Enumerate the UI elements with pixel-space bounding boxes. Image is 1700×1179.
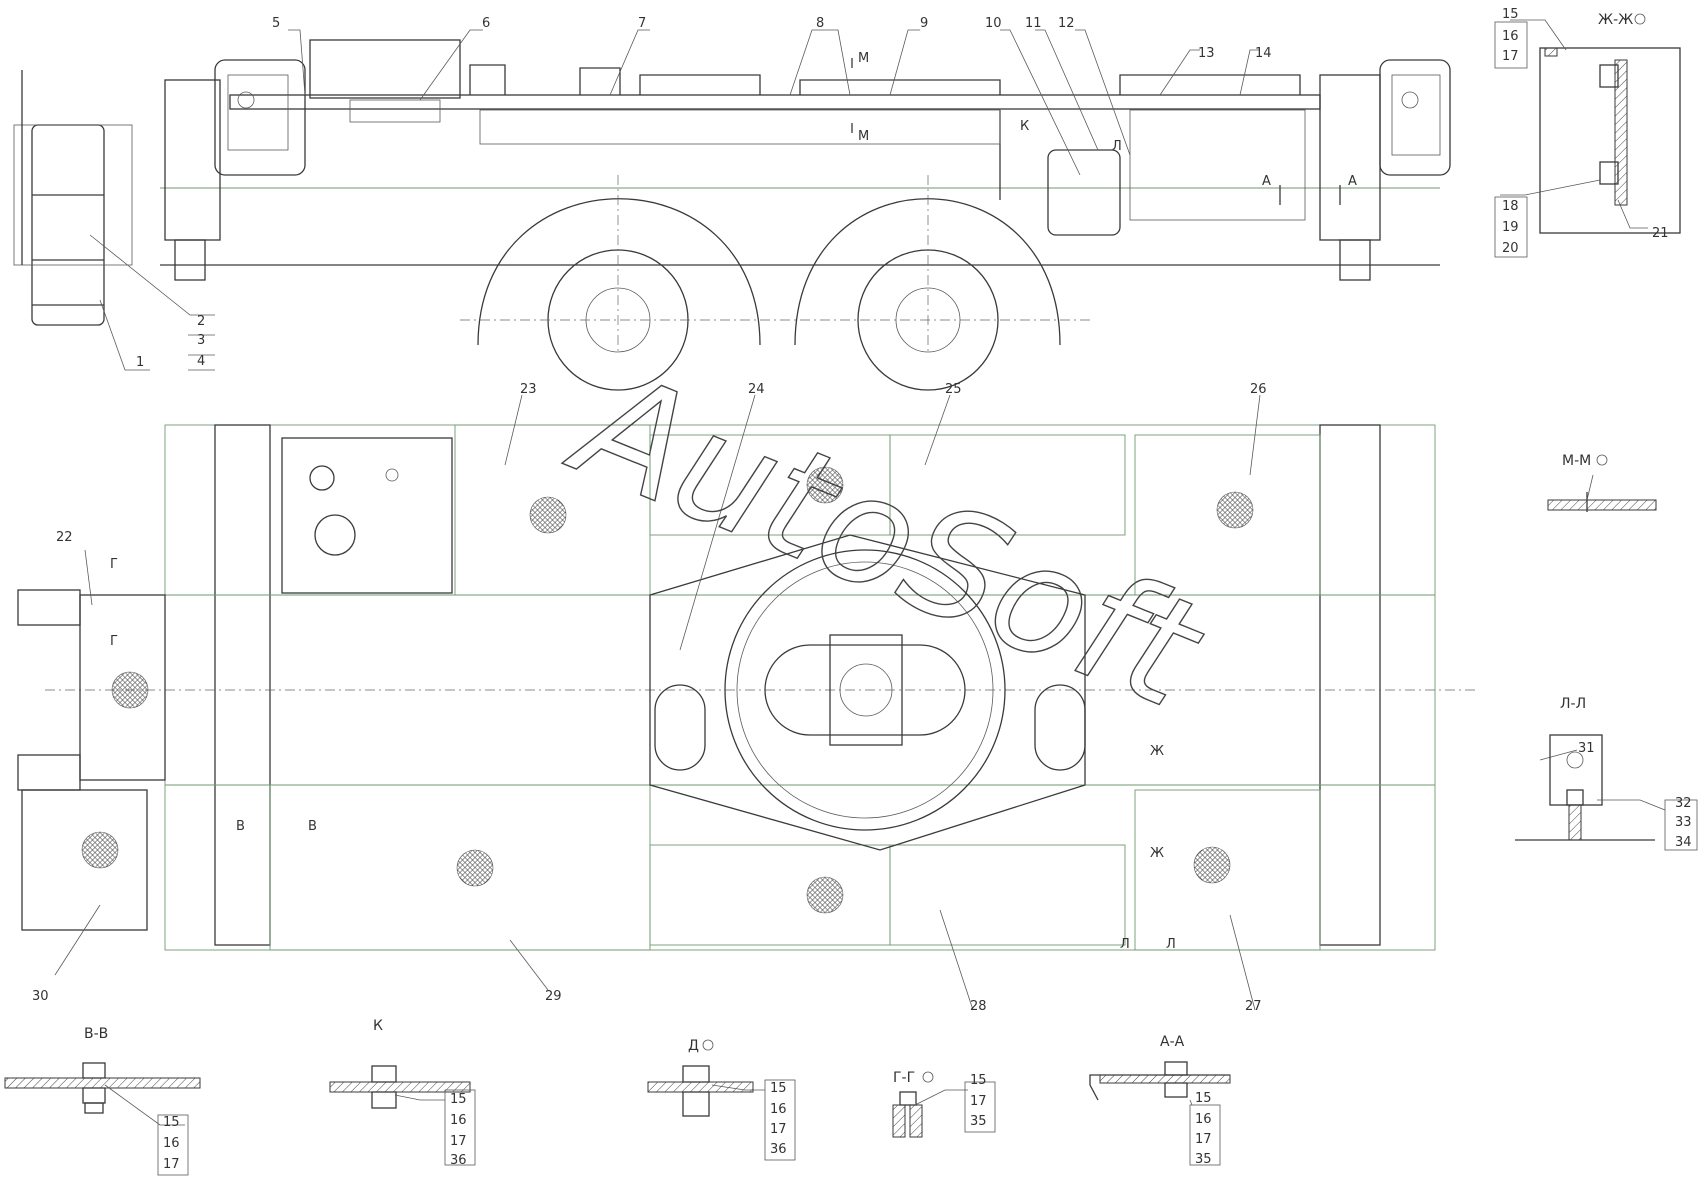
ladder [13,70,133,326]
view-mark-v-right: В [308,819,317,834]
section-v-v [4,1062,201,1176]
section-title-a-a: А-А [1160,1034,1185,1050]
callout-numbers: 1 2 3 4 5 6 7 8 9 10 11 12 13 14 15 16 1… [32,7,1692,1172]
callout-28: 28 [970,999,987,1014]
section-l-l [1515,734,1698,851]
callout-16-vv: 16 [163,1136,180,1151]
section-title-l-l: Л-Л [1560,696,1586,712]
callout-31: 31 [1578,741,1595,756]
side-leaders [89,29,1260,371]
section-a-a [1089,1061,1231,1166]
section-title-zh-zh: Ж-Ж [1598,12,1633,28]
view-mark-l: Л [1112,139,1122,154]
callout-16-aa: 16 [1195,1112,1212,1127]
callout-23: 23 [520,382,537,397]
callout-3: 3 [197,333,205,348]
callout-13: 13 [1198,46,1215,61]
callout-15-aa: 15 [1195,1091,1212,1106]
callout-5: 5 [272,16,280,31]
section-title-d: Д [688,1038,699,1054]
callout-27: 27 [1245,999,1262,1014]
callout-17-k: 17 [450,1134,467,1149]
view-marks: М М К Л А А Г Г Ж Ж В В Л Л [110,51,1357,952]
section-zh-zh [1494,19,1681,258]
callout-17-gg: 17 [970,1094,987,1109]
view-mark-g-top: Г [110,557,118,572]
callout-21: 21 [1652,226,1669,241]
callout-17-vv: 17 [163,1157,180,1172]
view-mark-k: К [1020,119,1029,134]
section-d [647,1065,796,1161]
callout-20: 20 [1502,241,1519,256]
callout-29: 29 [545,989,562,1004]
callout-4: 4 [197,354,205,369]
callout-9: 9 [920,16,928,31]
callout-32: 32 [1675,796,1692,811]
section-k [329,1065,476,1166]
callout-35-gg: 35 [970,1114,987,1129]
view-mark-a-left: А [1262,174,1271,189]
callout-15-k: 15 [450,1092,467,1107]
callout-11: 11 [1025,16,1042,31]
callout-36-k: 36 [450,1153,467,1168]
view-mark-zh-bottom: Ж [1150,846,1164,861]
callout-15-gg: 15 [970,1073,987,1088]
top-leaders [54,394,1578,1011]
callout-7: 7 [638,16,646,31]
callout-16: 16 [1502,29,1519,44]
callout-26: 26 [1250,382,1267,397]
section-g-g [892,1081,996,1138]
callout-25: 25 [945,382,962,397]
callout-12: 12 [1058,16,1075,31]
view-mark-v-left: В [236,819,245,834]
callout-34: 34 [1675,835,1692,850]
callout-15-d: 15 [770,1081,787,1096]
callout-17-d: 17 [770,1122,787,1137]
callout-24: 24 [748,382,765,397]
section-title-m-m: М-М [1562,453,1591,469]
callout-33: 33 [1675,815,1692,830]
view-mark-m-top: М [858,51,869,66]
section-title-v-v: В-В [84,1026,108,1042]
callout-10: 10 [985,16,1002,31]
view-mark-zh-top: Ж [1150,744,1164,759]
callout-15: 15 [1502,7,1519,22]
callout-35-aa: 35 [1195,1152,1212,1167]
callout-8: 8 [816,16,824,31]
view-mark-m-bottom: М [858,129,869,144]
top-view [17,424,1475,951]
view-mark-g-bottom: Г [110,634,118,649]
view-mark-a-right: А [1348,174,1357,189]
callout-18: 18 [1502,199,1519,214]
callout-16-k: 16 [450,1113,467,1128]
callout-36-d: 36 [770,1142,787,1157]
callout-6: 6 [482,16,490,31]
callout-1: 1 [136,355,144,370]
section-title-g-g: Г-Г [893,1070,915,1086]
section-m-m [1547,474,1657,512]
callout-17: 17 [1502,49,1519,64]
callout-14: 14 [1255,46,1272,61]
view-mark-l-left: Л [1120,937,1130,952]
view-mark-l-right: Л [1166,937,1176,952]
callout-17-aa: 17 [1195,1132,1212,1147]
callout-2: 2 [197,314,205,329]
callout-15-vv: 15 [163,1115,180,1130]
callout-16-d: 16 [770,1102,787,1117]
side-view [13,39,1451,391]
section-title-k: К [373,1018,383,1034]
callout-30: 30 [32,989,49,1004]
callout-19: 19 [1502,220,1519,235]
section-titles: Ж-Ж М-М Л-Л В-В К Д Г-Г А-А [84,12,1646,1086]
callout-22: 22 [56,530,73,545]
